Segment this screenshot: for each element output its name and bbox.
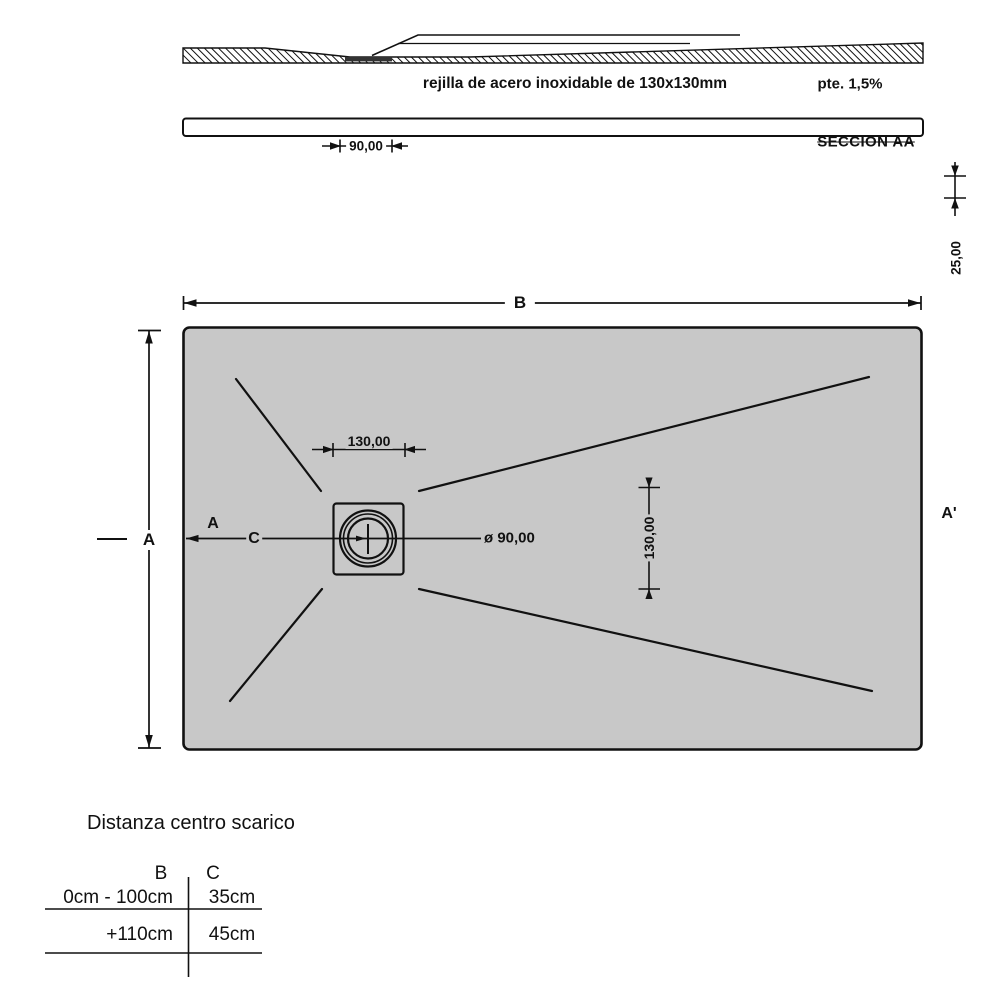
slope-line-top-left: [234, 377, 323, 493]
table-row1-b: 0cm - 100cm: [63, 887, 173, 908]
slope-label: pte. 1,5%: [817, 75, 883, 92]
dim130right-value: 130,00: [640, 514, 657, 562]
dimA-arrow-top: [145, 331, 153, 344]
dim25-arrow-bottom: [951, 198, 959, 209]
dim130top-value: 130,00: [345, 432, 393, 449]
table-row1-c: 35cm: [208, 887, 256, 908]
dimB-arrow-left: [184, 299, 197, 307]
grate-label: rejilla de acero inoxidable de 130x130mm: [422, 75, 728, 92]
dim90-arrow-left: [330, 142, 341, 150]
dim90-arrow-right: [391, 142, 402, 150]
dim130top-arrow-left: [323, 445, 334, 454]
center-arrow-left: [186, 534, 199, 543]
slope-line-top-right: [417, 375, 871, 493]
drain-diameter-value: ø 90,00: [484, 529, 535, 547]
slope-line-bottom-right: [417, 587, 874, 693]
dim130right-arrow-top: [645, 477, 653, 488]
dim90-value: 90,00: [346, 138, 386, 153]
label-a-inner: A: [207, 515, 219, 532]
section-title: SECCION AA: [817, 133, 915, 151]
table-row2-b: +110cm: [106, 924, 173, 945]
label-a-prime: A': [941, 505, 957, 522]
dimB-label: B: [504, 292, 536, 313]
table-title: Distanza centro scarico: [87, 812, 295, 834]
dim130right-arrow-bottom: [645, 589, 653, 599]
center-arrow-right: [356, 535, 366, 542]
dim25-arrow-top: [951, 165, 959, 176]
table-col-c: C: [206, 862, 220, 884]
table-col-b: B: [154, 863, 168, 884]
dimA-arrow-bottom: [145, 735, 153, 748]
dim130top-arrow-right: [404, 445, 415, 454]
leader-line: [371, 34, 740, 57]
dimA-label: A: [139, 530, 159, 550]
section-slab: [182, 117, 924, 137]
table-row2-c: 45cm: [208, 924, 256, 945]
dimB-arrow-right: [908, 299, 921, 307]
label-c: C: [246, 529, 262, 548]
section-cut-profile: [182, 42, 924, 64]
dim25-value: 25,00: [948, 241, 964, 275]
slope-line-bottom-left: [228, 587, 324, 703]
drain-grate-section: [345, 56, 392, 62]
